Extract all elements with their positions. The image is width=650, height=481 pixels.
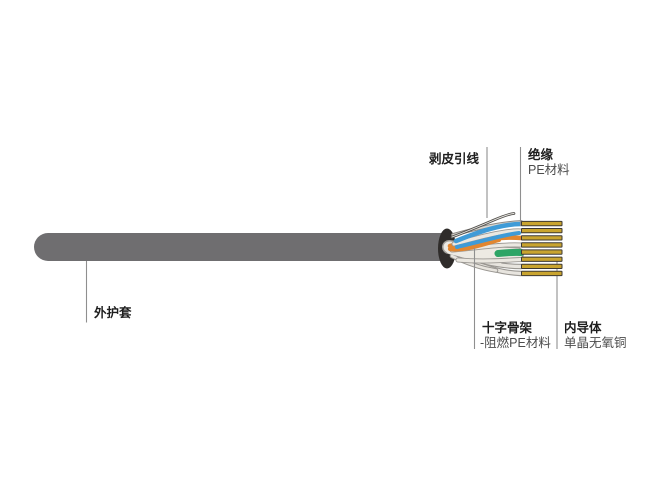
copper-bar (521, 228, 563, 234)
rip-cord-label: 剥皮引线 (428, 152, 479, 166)
leader-lines-front (473, 147, 558, 349)
copper-bar (521, 256, 563, 262)
blue-pair (453, 221, 524, 249)
green-strand-path (494, 248, 525, 257)
orange-strand (447, 237, 502, 252)
copper-bar (521, 270, 563, 277)
twisted-pairs (442, 220, 525, 277)
rip-cord-core (451, 213, 515, 238)
pair-strand-white (452, 229, 523, 246)
rip-cord-wire (450, 212, 516, 239)
copper-bar (521, 249, 563, 255)
copper-bar (521, 235, 563, 241)
cross-skeleton-label: 十字骨架 (482, 321, 533, 335)
pair-strand-grey (450, 254, 498, 272)
insulation-label: 绝缘 (528, 148, 554, 162)
cross-skeleton-sublabel: -阻燃PE材料 (480, 336, 551, 350)
copper-conductors (521, 220, 563, 277)
blue-strand (455, 231, 521, 249)
green-strand (494, 248, 525, 257)
cable-jacket (34, 233, 447, 261)
insulation-sublabel: PE材料 (528, 163, 570, 177)
copper-bar (521, 242, 563, 248)
blue-strand (453, 221, 524, 244)
outer-sheath-label: 外护套 (94, 306, 132, 320)
inner-conductor-sublabel: 单晶无氧铜 (564, 336, 627, 350)
copper-bar (521, 220, 563, 227)
pair-strand-white (456, 257, 523, 263)
copper-bar (521, 263, 563, 270)
inner-conductor-label: 内导体 (564, 321, 602, 335)
